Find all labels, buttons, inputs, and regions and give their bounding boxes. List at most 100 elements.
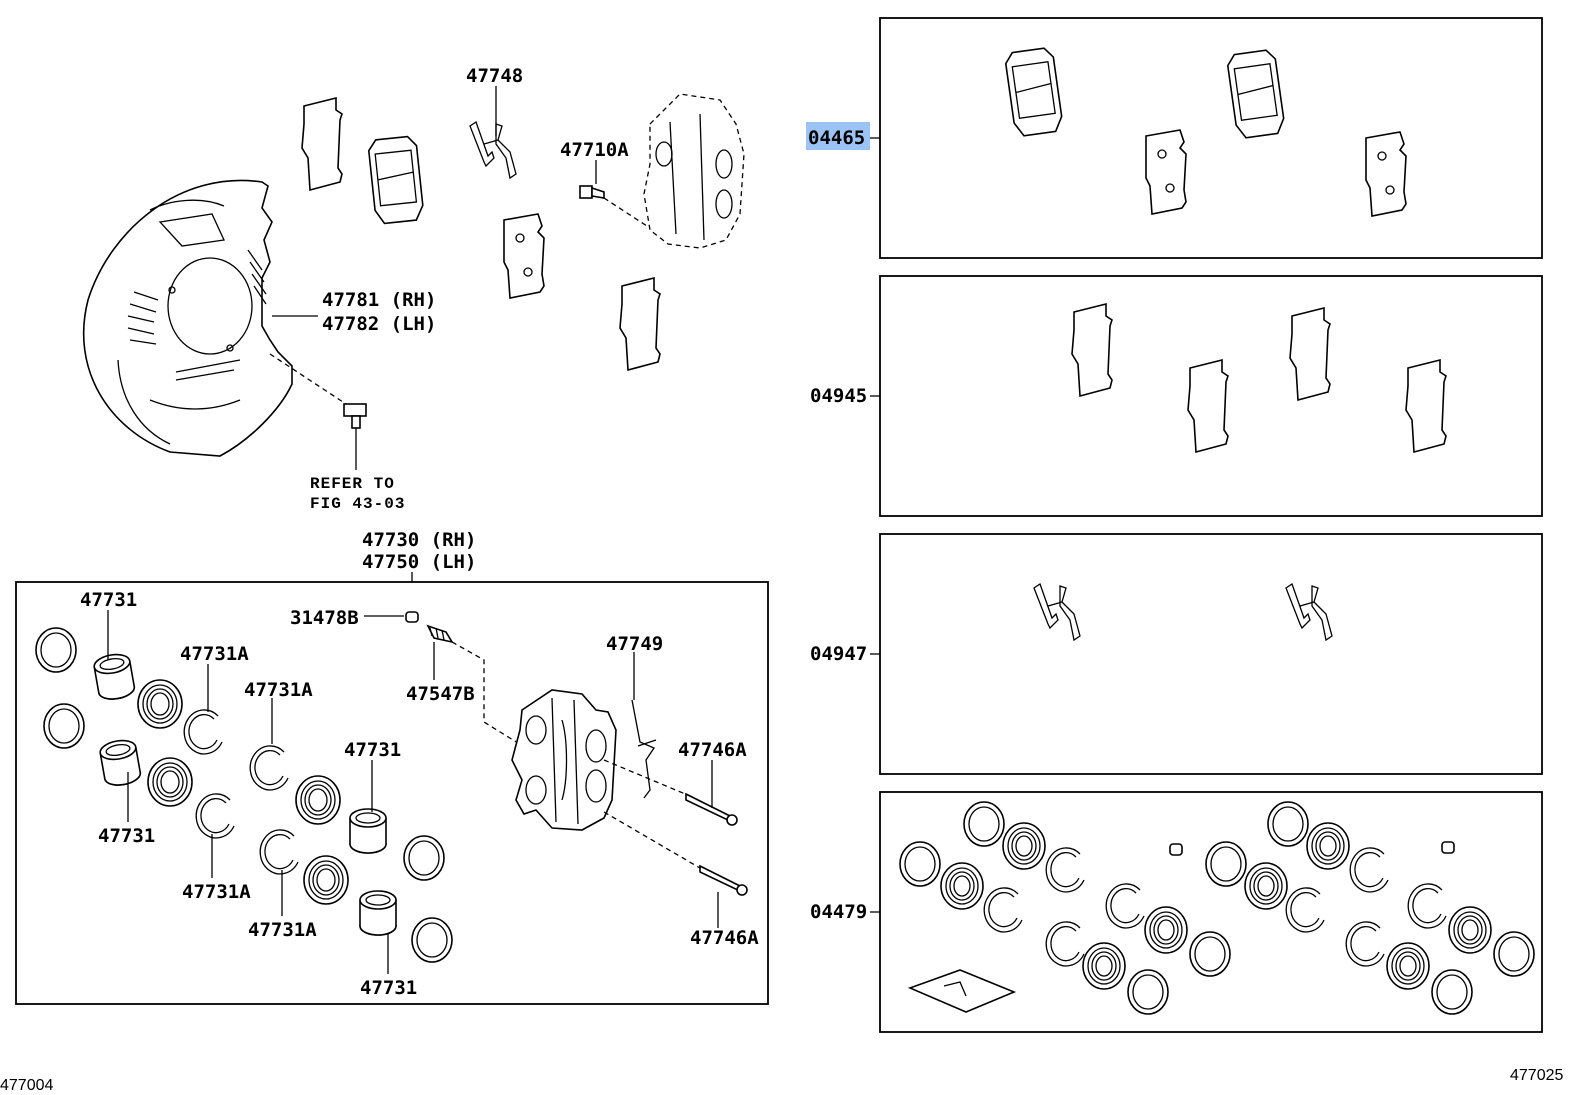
kit-04947-label[interactable]: 04947 (810, 643, 867, 665)
brake-pad (1225, 48, 1287, 140)
piston-seal (1267, 801, 1309, 847)
anti-squeal-shim (1289, 307, 1331, 401)
caliper-body (511, 689, 617, 831)
callout-47748: 47748 (466, 65, 523, 87)
kit-box-04945 (879, 275, 1543, 517)
piston-seal (963, 801, 1005, 847)
highlight-04465 (806, 122, 870, 150)
set-ring (1345, 921, 1385, 967)
set-ring (1407, 883, 1447, 929)
pad-pin (685, 792, 738, 826)
brake-pad (1003, 46, 1065, 138)
pad-support-clip (1033, 583, 1081, 641)
piston-seal (43, 703, 85, 749)
callout-47731: 47731 (360, 977, 417, 999)
piston (359, 890, 397, 936)
anti-squeal-shim (301, 97, 343, 191)
disc-dust-cover (83, 179, 293, 457)
anti-squeal-shim (619, 277, 661, 371)
pad-pin (699, 864, 748, 896)
callout-47731a: 47731A (248, 919, 317, 941)
kit-04479-label[interactable]: 04479 (810, 901, 867, 923)
callout-47730-rh: 47730 (RH) (362, 529, 476, 551)
set-ring (1045, 921, 1085, 967)
bleeder-plug (426, 624, 454, 644)
callout-47746a: 47746A (690, 927, 759, 949)
callout-47782-lh: 47782 (LH) (322, 313, 436, 335)
piston-seal (411, 917, 453, 963)
pad-support-clip (1285, 583, 1333, 641)
piston-seal (403, 835, 445, 881)
callout-47746a: 47746A (678, 739, 747, 761)
pad-backing-plate (1145, 129, 1187, 215)
set-ring (195, 793, 235, 839)
piston-seal (35, 627, 77, 673)
callout-47749: 47749 (606, 633, 663, 655)
refer-note-line1: REFER TO (310, 475, 395, 493)
caliper-bolt (579, 185, 605, 199)
kit-box-04465 (879, 17, 1543, 259)
kit-box-04479 (879, 791, 1543, 1033)
piston-seal (1189, 931, 1231, 977)
kit-04465-label[interactable]: 04465 (808, 127, 865, 149)
piston-dust-seal (303, 855, 349, 905)
bleeder-cap (1169, 843, 1183, 856)
caliper-assembly-box (15, 581, 769, 1005)
set-ring (1105, 883, 1145, 929)
piston-dust-seal (940, 862, 984, 910)
piston-dust-seal (1082, 942, 1126, 990)
piston-dust-seal (137, 679, 183, 729)
callout-47731a: 47731A (182, 881, 251, 903)
piston-seal (1493, 931, 1535, 977)
kit-box-04947 (879, 533, 1543, 775)
set-ring (1349, 847, 1389, 893)
bleeder-cap (405, 611, 419, 623)
bleeder-cap (1441, 841, 1455, 854)
piston-seal (899, 841, 941, 887)
piston-seal (1127, 969, 1169, 1015)
kit-04945-label[interactable]: 04945 (810, 385, 867, 407)
piston-seal (1205, 841, 1247, 887)
figure-id-left: 477004 (0, 1077, 53, 1094)
set-ring (249, 745, 289, 791)
anti-squeal-shim (1071, 303, 1113, 397)
piston-dust-seal (147, 757, 193, 807)
piston-dust-seal (1386, 942, 1430, 990)
piston-dust-seal (1448, 906, 1492, 954)
set-ring (259, 829, 299, 875)
anti-squeal-shim (1405, 359, 1447, 453)
piston-seal (1431, 969, 1473, 1015)
pad-support-clip (469, 121, 517, 179)
pad-backing-plate (1365, 131, 1407, 217)
set-ring (1285, 887, 1325, 933)
set-ring (1045, 847, 1085, 893)
callout-47781-rh: 47781 (RH) (322, 289, 436, 311)
grease-packet (907, 969, 1017, 1013)
piston-dust-seal (295, 775, 341, 825)
callout-47750-lh: 47750 (LH) (362, 551, 476, 573)
piston-dust-seal (1002, 822, 1046, 870)
piston-dust-seal (1306, 822, 1350, 870)
callout-47731: 47731 (80, 589, 137, 611)
piston (91, 651, 137, 703)
refer-note-line2: FIG 43-03 (310, 495, 405, 513)
pad-spring (631, 699, 657, 799)
callout-31478b: 31478B (290, 607, 359, 629)
pad-backing-plate (503, 213, 545, 299)
callout-47731a: 47731A (180, 643, 249, 665)
piston (349, 808, 387, 854)
caliper-outline-upper (643, 93, 745, 249)
dust-cover-bolt (343, 403, 367, 429)
piston-dust-seal (1144, 906, 1188, 954)
callout-47547b: 47547B (406, 683, 475, 705)
set-ring (983, 887, 1023, 933)
set-ring (183, 709, 223, 755)
figure-id-right: 477025 (1510, 1067, 1563, 1084)
callout-47731a: 47731A (244, 679, 313, 701)
anti-squeal-shim (1187, 359, 1229, 453)
callout-47731: 47731 (98, 825, 155, 847)
callout-47710a: 47710A (560, 139, 629, 161)
piston-dust-seal (1244, 862, 1288, 910)
brake-pad (366, 134, 426, 226)
